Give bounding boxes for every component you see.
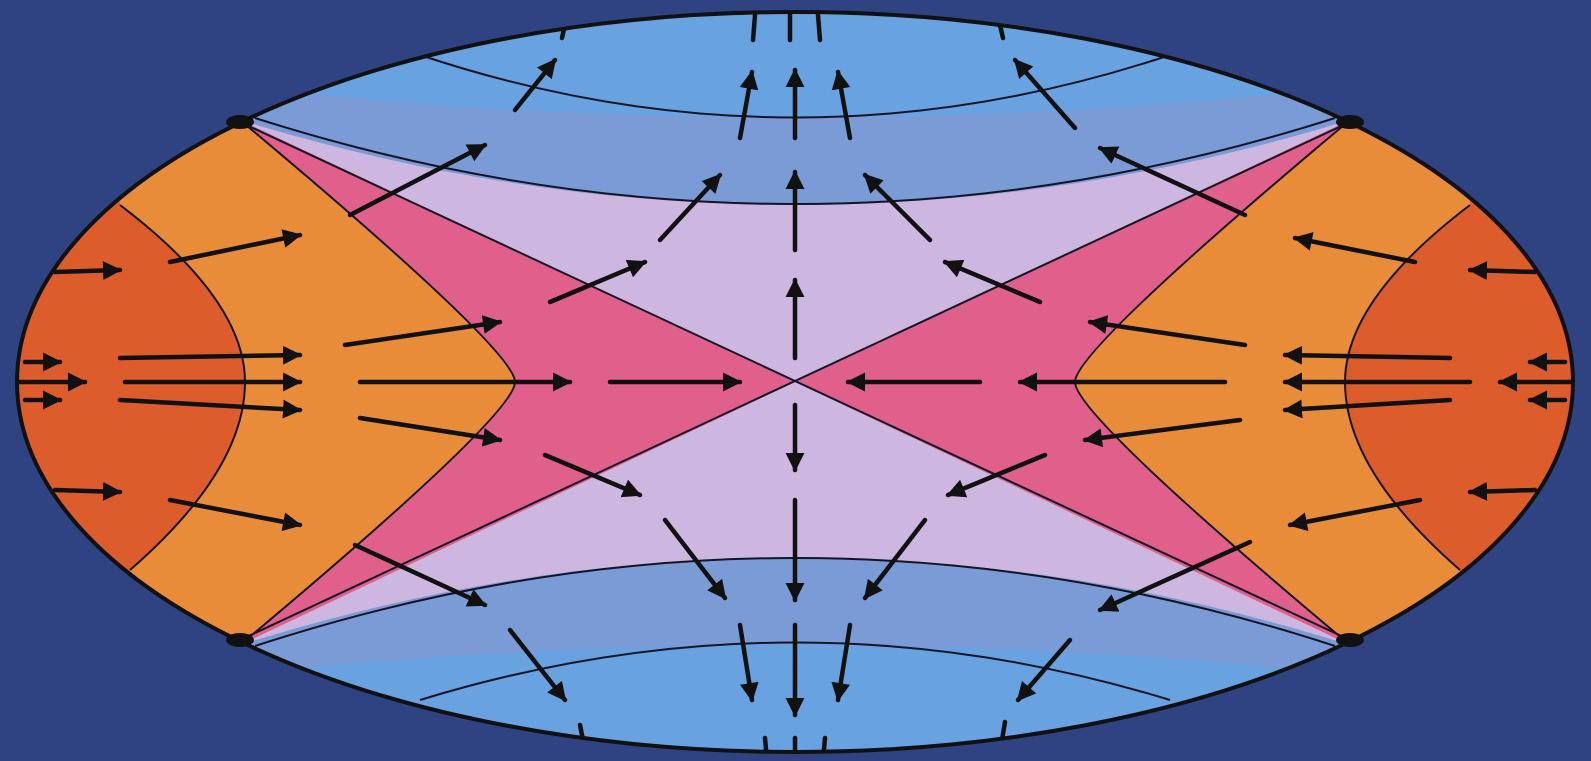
flow-arrow-15: [55, 490, 120, 492]
corner-dot-bottom-left: [226, 633, 254, 647]
flow-arrow-0: [55, 270, 120, 272]
flow-arrow-23: [1285, 355, 1450, 358]
flow-arrow-33: [1470, 490, 1535, 492]
flow-dash-0: [753, 15, 755, 40]
corner-dot-bottom-right: [1336, 633, 1364, 647]
flow-dash-4: [1000, 25, 1003, 38]
flow-dash-9: [1002, 722, 1005, 740]
flow-arrow-5: [120, 355, 300, 358]
flow-dash-2: [818, 15, 820, 40]
flow-arrow-18: [1470, 270, 1535, 272]
corner-dot-top-left: [226, 115, 254, 129]
corner-dot-top-right: [1336, 115, 1364, 129]
